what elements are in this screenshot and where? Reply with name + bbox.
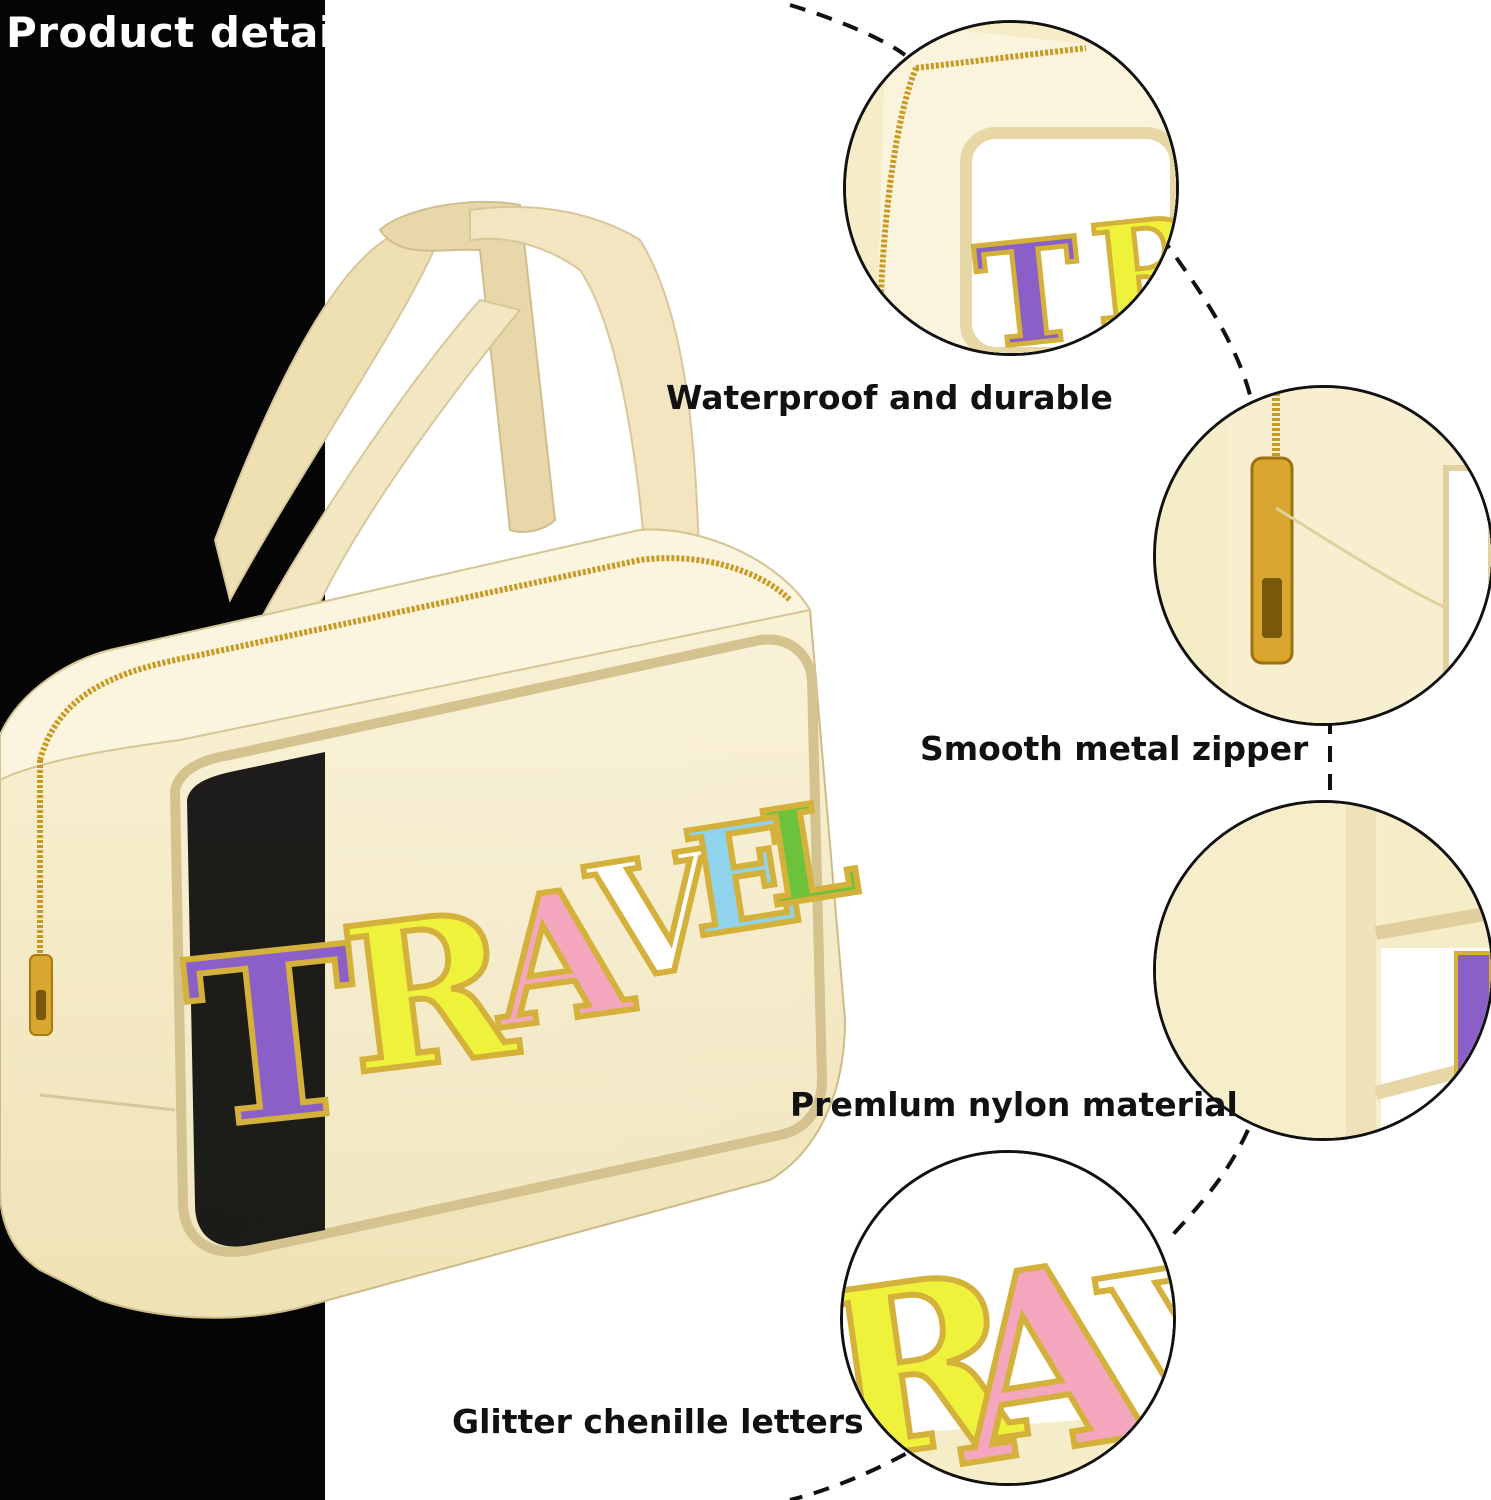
zoom-circle-waterproof: T R [843,20,1179,356]
feature-label-letters: Glitter chenille letters [452,1402,864,1441]
zoom-circle-nylon [1153,800,1491,1141]
zoom-circle-zipper [1153,385,1491,726]
letter-t: T [175,895,373,1181]
bag-body [0,528,847,1319]
letter-r: R [332,866,527,1120]
page-title: Product details [6,8,375,57]
travel-letters: T R A V E L [172,768,869,1185]
zoom-circle-letters: R A V [840,1150,1176,1486]
feature-label-zipper: Smooth metal zipper [920,729,1309,768]
feature-label-nylon: Premlum nylon material [790,1085,1238,1124]
svg-text:T: T [969,208,1090,353]
bag-handles [213,200,702,652]
letter-a: A [476,847,643,1069]
feature-label-waterproof: Waterproof and durable [666,378,1113,417]
letter-v: V [578,814,734,1020]
